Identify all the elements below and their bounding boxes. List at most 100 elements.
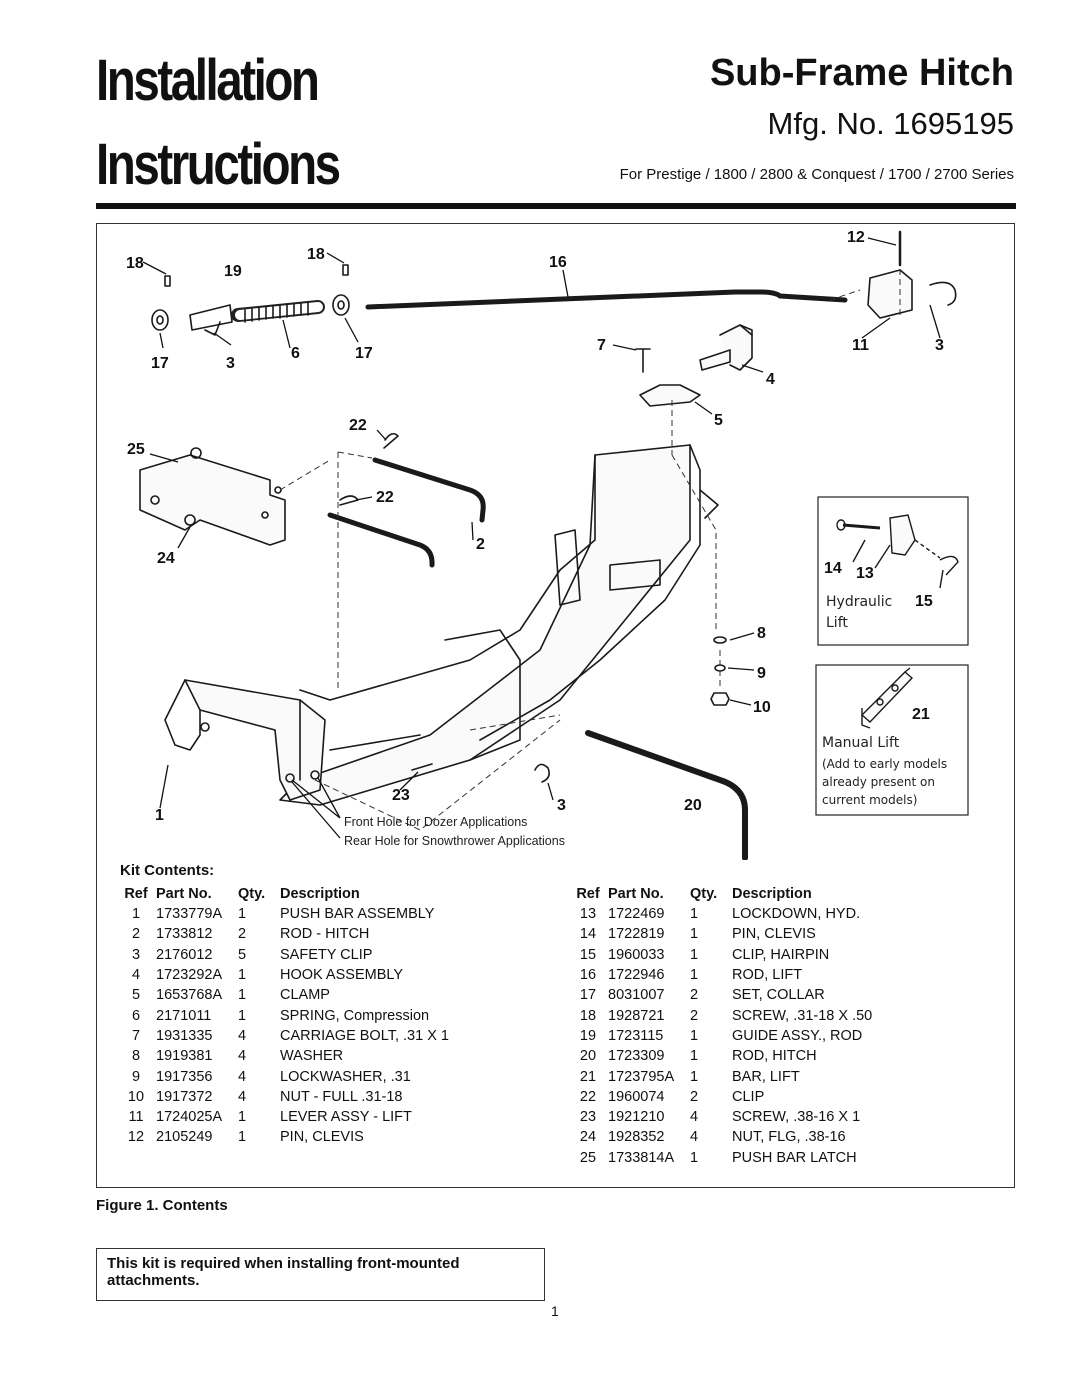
callout-15: 15 — [915, 593, 933, 610]
cell-qty: 5 — [238, 946, 247, 963]
cell-description: PUSH BAR LATCH — [732, 1149, 857, 1166]
hitch-rod-lower-drawing — [327, 512, 435, 568]
rod-guide-clip-drawing — [204, 321, 221, 336]
cell-part-no: 2176012 — [156, 946, 213, 963]
cell-ref: 12 — [127, 1129, 145, 1146]
callout-5: 5 — [714, 412, 723, 429]
cell-ref: 15 — [579, 946, 597, 963]
safety-clip-20-drawing — [534, 763, 550, 783]
header-description: Description — [732, 886, 812, 902]
cell-part-no: 1733779A — [156, 906, 223, 923]
rod-guide-drawing — [189, 304, 233, 331]
cell-qty: 1 — [690, 946, 699, 963]
nut-drawing — [710, 692, 730, 706]
screw-right-drawing — [342, 264, 349, 276]
cell-ref: 6 — [131, 1007, 141, 1024]
cell-part-no: 1723115 — [608, 1027, 664, 1044]
cell-qty: 1 — [238, 1109, 247, 1126]
callout-25: 25 — [127, 441, 145, 458]
cell-description: SCREW, .38-16 X 1 — [732, 1109, 861, 1126]
cell-qty: 2 — [238, 926, 247, 943]
cell-part-no: 1733814A — [608, 1149, 675, 1166]
callout-18a: 18 — [126, 255, 144, 272]
callout-8: 8 — [757, 625, 766, 642]
cell-part-no: 2171011 — [156, 1007, 212, 1024]
cell-qty: 4 — [238, 1088, 247, 1105]
cell-part-no: 1917372 — [156, 1088, 213, 1105]
inset-manual-lift: 21 Manual Lift (Add to early models alre… — [815, 664, 969, 816]
push-bar-latch-drawing — [139, 447, 286, 546]
cell-qty: 1 — [238, 987, 247, 1004]
cell-part-no: 1921210 — [608, 1109, 665, 1126]
table-header-row: Ref Part No. Qty. Description — [568, 884, 872, 904]
cell-description: GUIDE ASSY., ROD — [732, 1027, 863, 1044]
cell-ref: 25 — [579, 1149, 597, 1166]
hole-note-rear: Rear Hole for Snowthrower Applications — [344, 834, 565, 848]
cell-ref: 7 — [131, 1027, 141, 1044]
cell-qty: 2 — [690, 1007, 699, 1024]
carriage-bolt-drawing — [635, 348, 651, 373]
callout-20: 20 — [684, 797, 702, 814]
cell-description: HOOK ASSEMBLY — [280, 967, 404, 984]
cell-qty: 1 — [690, 967, 699, 984]
cell-description: LOCKDOWN, HYD. — [732, 906, 861, 923]
cell-ref: 19 — [579, 1027, 597, 1044]
cell-ref: 8 — [131, 1048, 141, 1065]
callout-11: 11 — [852, 337, 869, 354]
clamp-drawing — [639, 384, 701, 407]
assembly-lines — [279, 265, 901, 831]
callout-18b: 18 — [307, 246, 325, 263]
hitch-rod-upper-drawing — [372, 457, 486, 523]
cell-qty: 2 — [690, 987, 699, 1004]
header-description: Description — [280, 886, 360, 902]
cell-description: SAFETY CLIP — [280, 946, 373, 963]
collar-right-drawing — [332, 294, 350, 316]
callout-3c: 3 — [557, 797, 566, 814]
cell-qty: 1 — [238, 1007, 247, 1024]
callout-17b: 17 — [355, 345, 373, 362]
cell-qty: 1 — [690, 906, 699, 923]
cell-part-no: 1722819 — [608, 926, 665, 943]
cell-description: NUT, FLG, .38-16 — [732, 1129, 846, 1146]
cell-ref: 22 — [579, 1088, 597, 1105]
cell-ref: 13 — [579, 906, 597, 923]
lockdown-hyd-drawing — [836, 514, 959, 589]
header-rule — [96, 203, 1016, 209]
cell-qty: 1 — [690, 1149, 699, 1166]
cell-qty: 1 — [238, 1129, 247, 1146]
cell-part-no: 8031007 — [608, 987, 665, 1004]
cell-qty: 1 — [690, 926, 699, 943]
table-row: 25 1733814A 1 PUSH BAR LATCH — [568, 1148, 872, 1168]
header-ref: Ref — [124, 886, 148, 902]
lift-bar-drawing — [860, 667, 914, 729]
cell-ref: 21 — [579, 1068, 597, 1085]
cell-part-no: 1722946 — [608, 967, 665, 984]
cell-description: ROD, LIFT — [732, 967, 803, 984]
cell-description: LEVER ASSY - LIFT — [280, 1109, 412, 1126]
callout-21: 21 — [912, 706, 930, 723]
cell-qty: 4 — [238, 1027, 247, 1044]
cell-description: ROD - HITCH — [280, 926, 370, 943]
cell-description: PUSH BAR ASSEMBLY — [280, 906, 435, 923]
callout-3b: 3 — [935, 337, 944, 354]
cell-ref: 11 — [128, 1109, 144, 1126]
cell-description: NUT - FULL .31-18 — [280, 1088, 403, 1105]
cell-qty: 4 — [238, 1048, 247, 1065]
cell-ref: 23 — [579, 1109, 597, 1126]
lift-lever-drawing — [867, 269, 913, 319]
callout-23: 23 — [392, 787, 410, 804]
callout-19: 19 — [224, 263, 242, 280]
cell-part-no: 1928721 — [608, 1007, 665, 1024]
header-qty: Qty. — [238, 886, 266, 902]
